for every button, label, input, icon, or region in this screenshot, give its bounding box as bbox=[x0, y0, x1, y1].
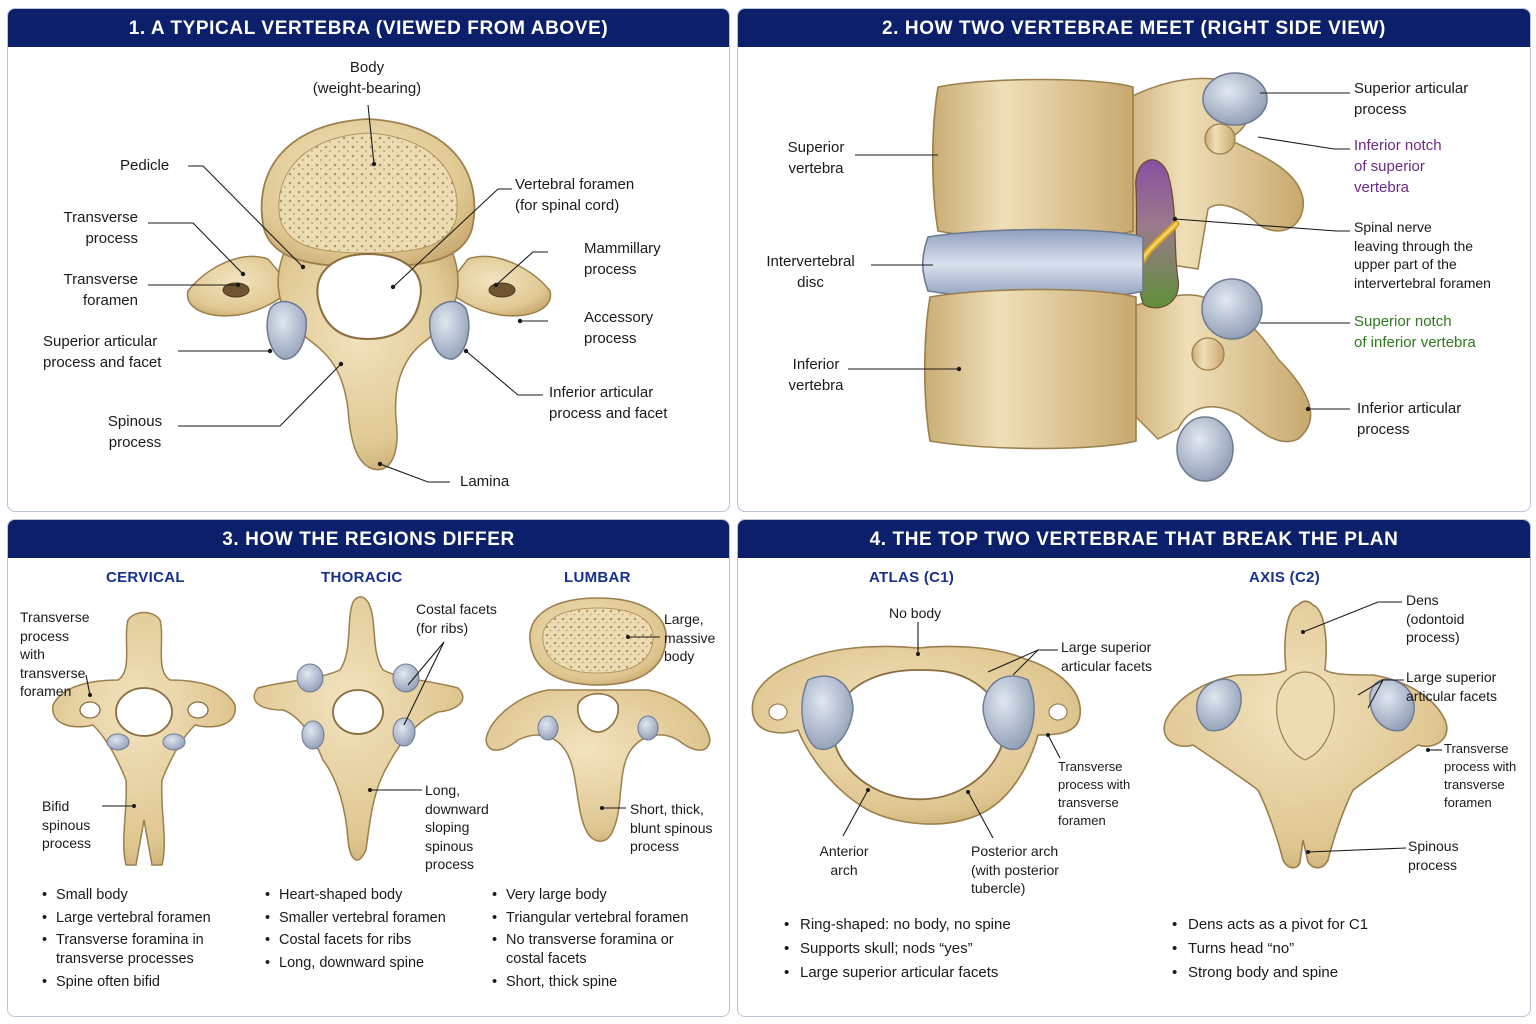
regions-illustrations bbox=[52, 596, 711, 866]
list-item: Turns head “no” bbox=[1172, 939, 1492, 958]
axis-facet-left bbox=[1196, 678, 1242, 732]
heading-thoracic: THORACIC bbox=[321, 569, 403, 586]
panel-3-title: 3. HOW THE REGIONS DIFFER bbox=[8, 520, 729, 558]
label-cervical-transverse: Transverse process with transverse foram… bbox=[20, 609, 90, 699]
side-view-illustration bbox=[848, 72, 1350, 482]
label-transverse-foramen: Transverse foramen bbox=[63, 271, 138, 309]
label-lumbar-body: Large, massive body bbox=[664, 611, 716, 664]
label-accessory-process: Accessory process bbox=[584, 309, 654, 347]
axis-bullets: Dens acts as a pivot for C1 Turns head “… bbox=[1172, 915, 1492, 987]
superior-articular-facet-right bbox=[429, 300, 470, 360]
list-item: Costal facets for ribs bbox=[265, 931, 475, 950]
transverse-foramen-right bbox=[488, 282, 516, 298]
panel-typical-vertebra: 1. A TYPICAL VERTEBRA (VIEWED FROM ABOVE… bbox=[7, 8, 730, 512]
inferior-vertebra-body bbox=[923, 288, 1137, 450]
label-cervical-bifid: Bifid spinous process bbox=[42, 798, 92, 851]
heading-lumbar: LUMBAR bbox=[564, 569, 631, 586]
atlas-vertebra bbox=[751, 645, 1081, 825]
label-superior-articular: Superior articular process and facet bbox=[43, 333, 162, 371]
panel-vertebrae-meet: 2. HOW TWO VERTEBRAE MEET (RIGHT SIDE VI… bbox=[737, 8, 1531, 512]
label-superior-articular-process: Superior articular process bbox=[1354, 80, 1469, 118]
panel-2-title: 2. HOW TWO VERTEBRAE MEET (RIGHT SIDE VI… bbox=[738, 9, 1530, 47]
transverse-foramen-left bbox=[222, 282, 250, 298]
label-atlas-posterior: Posterior arch (with posterior tubercle) bbox=[971, 843, 1059, 896]
heading-atlas: ATLAS (C1) bbox=[869, 569, 955, 586]
axis-facet-right bbox=[1369, 678, 1415, 732]
list-item: Ring-shaped: no body, no spine bbox=[784, 915, 1104, 934]
cervical-bullets: Small body Large vertebral foramen Trans… bbox=[42, 886, 242, 995]
label-spinous-process: Spinous process bbox=[107, 413, 163, 451]
panel-1-title: 1. A TYPICAL VERTEBRA (VIEWED FROM ABOVE… bbox=[8, 9, 729, 47]
label-lumbar-spine: Short, thick, blunt spinous process bbox=[630, 801, 713, 854]
atlas-axis-illustrations bbox=[751, 600, 1448, 869]
label-atlas-anterior: Anterior arch bbox=[819, 843, 869, 878]
typical-vertebra-illustration bbox=[148, 104, 552, 483]
panel-atlas-axis: 4. THE TOP TWO VERTEBRAE THAT BREAK THE … bbox=[737, 519, 1531, 1017]
list-item: Strong body and spine bbox=[1172, 963, 1492, 982]
list-item: Long, downward spine bbox=[265, 954, 475, 973]
label-thoracic-costal: Costal facets (for ribs) bbox=[416, 601, 497, 636]
vertebral-foramen bbox=[316, 252, 422, 341]
label-intervertebral-disc: Intervertebral disc bbox=[766, 253, 855, 291]
label-inferior-articular: Inferior articular process and facet bbox=[549, 384, 668, 422]
superior-articular-facet bbox=[1202, 72, 1268, 126]
label-atlas-transverse: Transverse process with transverse foram… bbox=[1058, 759, 1131, 828]
list-item: Large superior articular facets bbox=[784, 963, 1104, 982]
label-spinal-nerve: Spinal nerve leaving through the upper p… bbox=[1354, 219, 1491, 291]
heading-cervical: CERVICAL bbox=[106, 569, 185, 586]
label-inferior-notch: Inferior notch of superior vertebra bbox=[1354, 137, 1442, 196]
label-transverse-process: Transverse process bbox=[63, 209, 138, 247]
label-axis-transverse: Transverse process with transverse foram… bbox=[1444, 741, 1517, 810]
list-item: Very large body bbox=[492, 886, 722, 905]
list-item: Large vertebral foramen bbox=[42, 909, 242, 928]
list-item: Dens acts as a pivot for C1 bbox=[1172, 915, 1492, 934]
label-vertebral-foramen: Vertebral foramen (for spinal cord) bbox=[515, 176, 635, 214]
label-pedicle: Pedicle bbox=[120, 157, 170, 174]
list-item: Smaller vertebral foramen bbox=[265, 909, 475, 928]
atlas-facet-left bbox=[801, 675, 854, 751]
label-lamina: Lamina bbox=[460, 473, 510, 490]
list-item: Short, thick spine bbox=[492, 973, 722, 992]
thoracic-bullets: Heart-shaped body Smaller vertebral fora… bbox=[265, 886, 475, 976]
lumbar-bullets: Very large body Triangular vertebral for… bbox=[492, 886, 722, 995]
heading-axis: AXIS (C2) bbox=[1249, 569, 1321, 586]
label-atlas-no-body: No body bbox=[889, 605, 942, 621]
list-item: Supports skull; nods “yes” bbox=[784, 939, 1104, 958]
axis-vertebra bbox=[1163, 600, 1448, 869]
atlas-bullets: Ring-shaped: no body, no spine Supports … bbox=[784, 915, 1104, 987]
list-item: Transverse foramina in transverse proces… bbox=[42, 931, 242, 969]
label-inferior-articular-process: Inferior articular process bbox=[1357, 400, 1462, 438]
label-superior-vertebra: Superior vertebra bbox=[787, 139, 845, 177]
label-atlas-facets: Large superior articular facets bbox=[1061, 639, 1153, 674]
label-mammillary-process: Mammillary process bbox=[584, 240, 661, 278]
superior-vertebra-body bbox=[931, 78, 1134, 240]
list-item: Spine often bifid bbox=[42, 973, 242, 992]
intervertebral-disc bbox=[921, 228, 1144, 300]
cervical-vertebra bbox=[52, 611, 236, 866]
list-item: Small body bbox=[42, 886, 242, 905]
list-item: Heart-shaped body bbox=[265, 886, 475, 905]
panel-regions-differ: 3. HOW THE REGIONS DIFFER CERVICAL THORA… bbox=[7, 519, 730, 1017]
thoracic-vertebra bbox=[253, 596, 464, 861]
panel-4-title: 4. THE TOP TWO VERTEBRAE THAT BREAK THE … bbox=[738, 520, 1530, 558]
inferior-articular-facet bbox=[1176, 416, 1234, 482]
superior-articular-facet-left bbox=[266, 300, 307, 360]
list-item: Triangular vertebral foramen bbox=[492, 909, 722, 928]
label-axis-spinous: Spinous process bbox=[1408, 838, 1459, 873]
label-body: Body (weight-bearing) bbox=[312, 59, 422, 97]
label-thoracic-spine: Long, downward sloping spinous process bbox=[425, 782, 489, 872]
label-superior-notch: Superior notch of inferior vertebra bbox=[1354, 313, 1476, 351]
superior-articular-facet-inferior bbox=[1201, 278, 1263, 340]
label-axis-facets: Large superior articular facets bbox=[1406, 669, 1498, 704]
list-item: No transverse foramina or costal facets bbox=[492, 931, 722, 969]
label-inferior-vertebra: Inferior vertebra bbox=[788, 356, 844, 394]
atlas-facet-right bbox=[982, 675, 1035, 751]
lumbar-vertebra bbox=[485, 597, 711, 842]
label-axis-dens: Dens (odontoid process) bbox=[1406, 592, 1465, 645]
